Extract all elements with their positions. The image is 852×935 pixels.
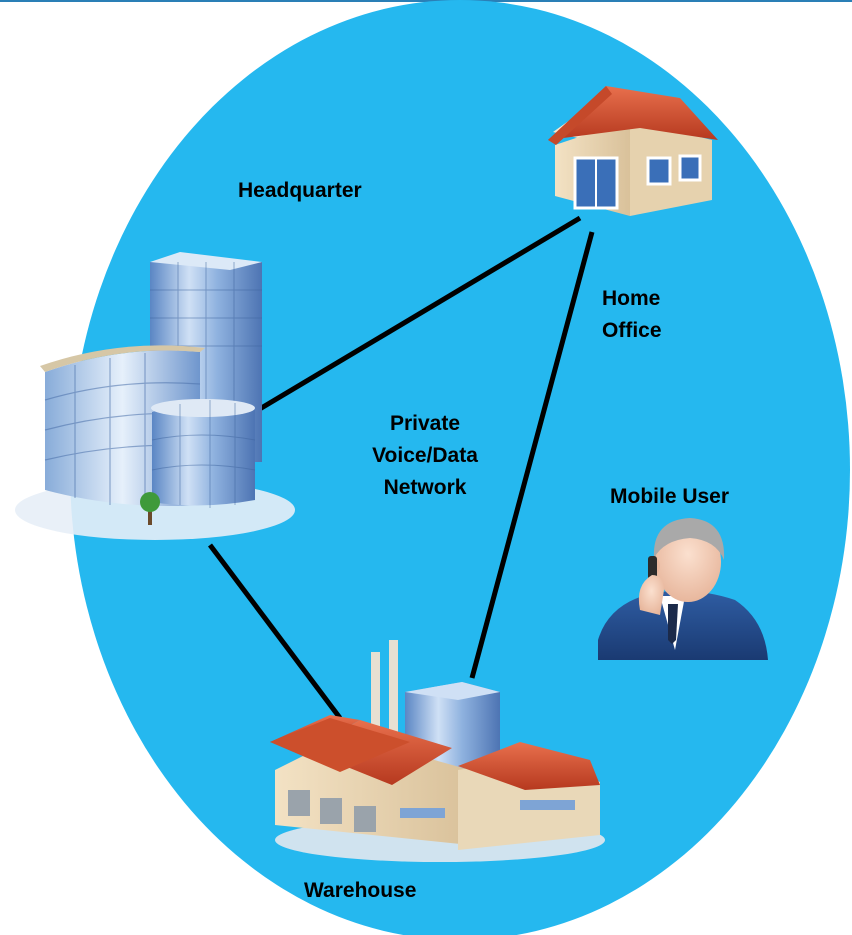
- warehouse-label: Warehouse: [304, 879, 417, 902]
- network-label: Private Voice/Data Network: [340, 408, 510, 504]
- link-headquarter-warehouse: [208, 543, 342, 720]
- network-label-line2: Voice/Data: [372, 444, 478, 467]
- house-icon: [548, 86, 718, 216]
- office-building-icon: [15, 252, 295, 540]
- mobile-user-label: Mobile User: [610, 485, 730, 508]
- network-label-line3: Network: [383, 476, 467, 499]
- home-office-label-line1: Home: [602, 287, 661, 310]
- network-links: [208, 215, 595, 720]
- factory-icon: [270, 640, 605, 862]
- private-network-area: [70, 0, 850, 935]
- businessman-phone-icon: [598, 518, 768, 660]
- network-label-line1: Private: [389, 412, 461, 435]
- top-rule: [0, 0, 852, 2]
- link-warehouse-home-office: [469, 231, 595, 679]
- link-headquarter-home-office: [256, 215, 582, 413]
- home-office-label-line2: Office: [602, 319, 662, 342]
- home-office-label: Home Office: [602, 283, 662, 347]
- headquarter-label: Headquarter: [238, 179, 362, 202]
